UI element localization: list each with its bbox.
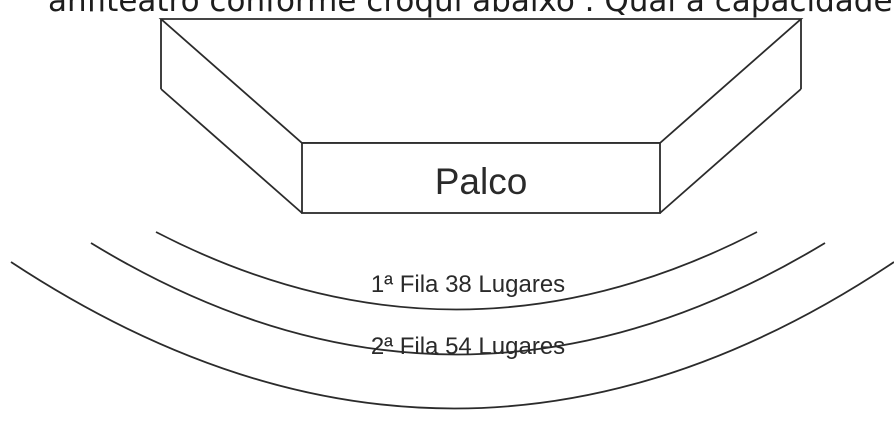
- stage-right-side: [659, 88, 802, 214]
- question-text-fragment: anfiteatro conforme croqui abaixo . Qual…: [48, 0, 894, 19]
- stage-left-side: [160, 88, 303, 214]
- seating-arc-outer: [10, 261, 894, 410]
- row-1-label: 1ª Fila 38 Lugares: [371, 271, 565, 298]
- stage-top-surface: [158, 18, 804, 144]
- stage-label: Palco: [435, 161, 528, 202]
- stage: Palco: [158, 18, 804, 214]
- stage-front-face: [301, 142, 661, 214]
- seating-arc-middle: [90, 242, 826, 356]
- seating-arc-inner: [155, 231, 758, 311]
- row-2-label: 2ª Fila 54 Lugares: [371, 333, 565, 360]
